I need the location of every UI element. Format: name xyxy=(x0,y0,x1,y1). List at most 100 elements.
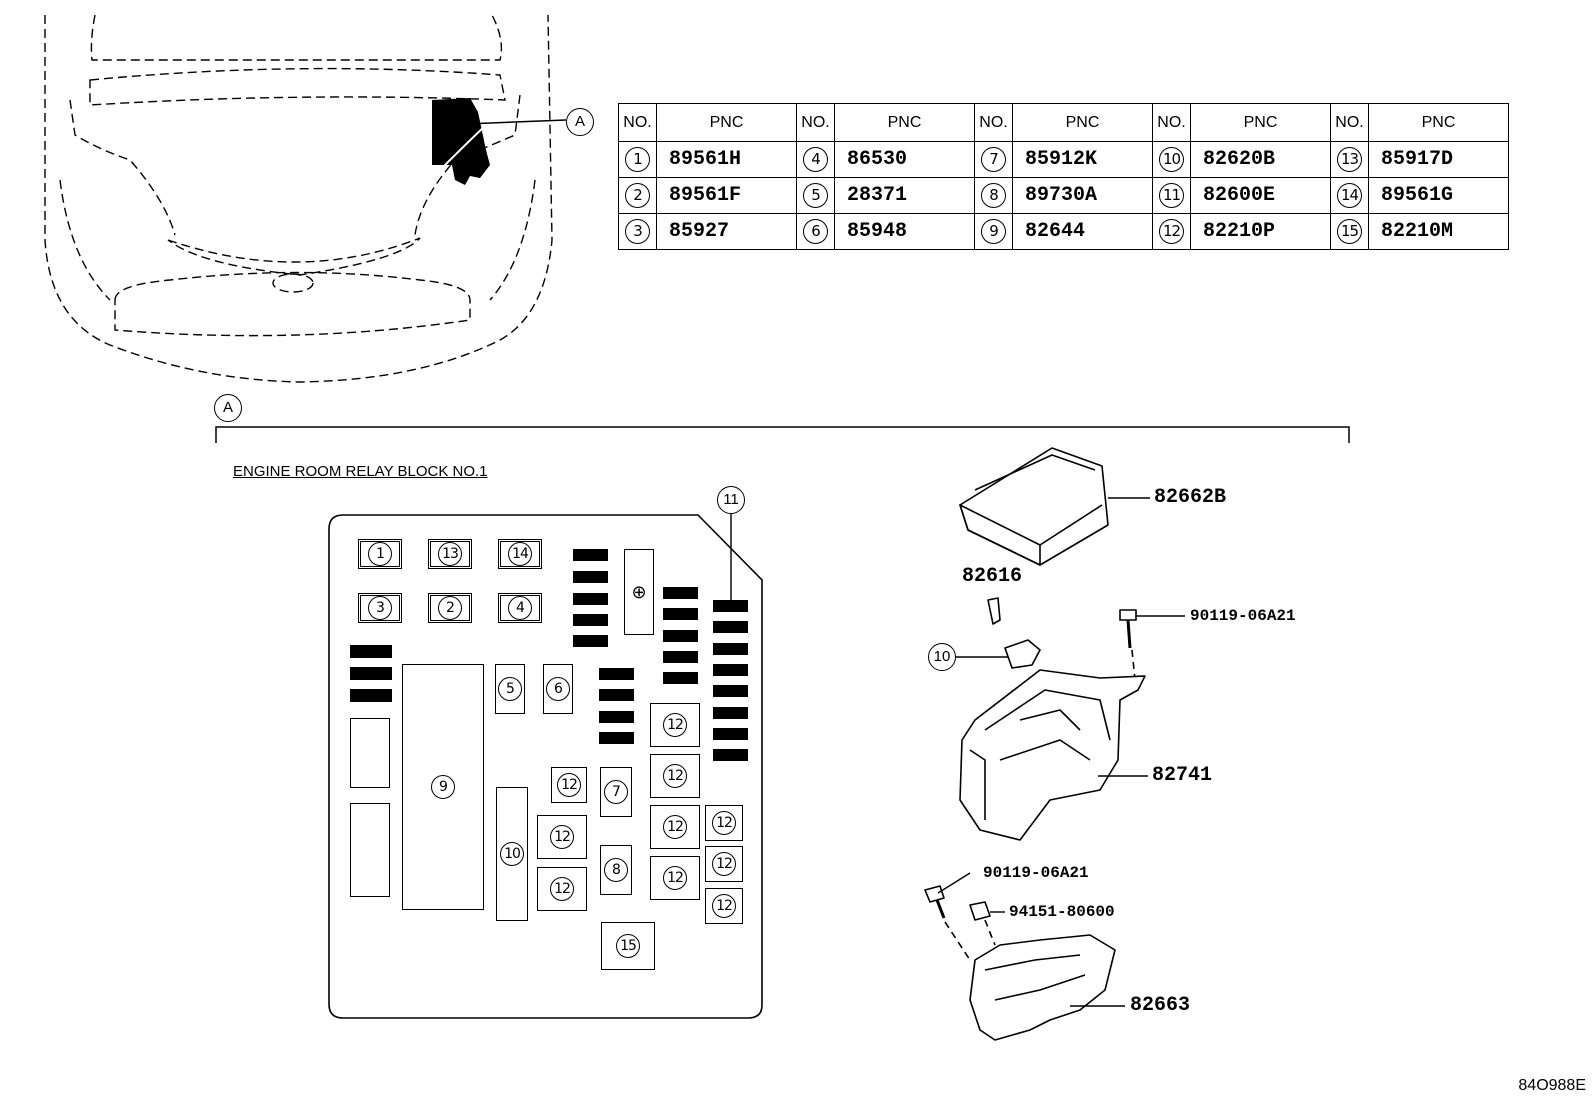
slot-number: 1 xyxy=(368,542,392,566)
table-row: 1 89561H 4 86530 7 85912K 10 82620B 13 8… xyxy=(618,141,1509,178)
pnc-value: 85948 xyxy=(834,213,975,250)
mini-fuse xyxy=(350,667,392,680)
callout-10-relay: 10 xyxy=(928,643,956,671)
item-number: 2 xyxy=(625,183,650,208)
slot-number: 12 xyxy=(663,764,687,788)
pnc-value: 82210P xyxy=(1190,213,1331,250)
slot-blank-left-1 xyxy=(350,718,390,788)
slot-number: 12 xyxy=(663,866,687,890)
view-marker-a: A xyxy=(214,394,242,422)
slot-12-h: 12 xyxy=(650,856,700,900)
pnc-value: 82620B xyxy=(1190,141,1331,178)
mini-fuse xyxy=(713,643,748,655)
slot-3: 3 xyxy=(358,593,402,623)
item-number: 6 xyxy=(803,219,828,244)
view-bracket xyxy=(215,426,1350,443)
table-row: 2 89561F 5 28371 8 89730A 11 82600E 14 8… xyxy=(618,177,1509,214)
item-number: 13 xyxy=(1337,147,1362,172)
slot-12-g: 12 xyxy=(705,846,743,882)
slot-number: 12 xyxy=(712,852,736,876)
terminal-icon: ⊕ xyxy=(631,581,647,603)
slot-12-d: 12 xyxy=(537,815,587,859)
pnc-table: NO. PNC NO. PNC NO. PNC NO. PNC NO. PNC … xyxy=(618,103,1509,250)
item-number: 4 xyxy=(803,147,828,172)
mini-fuse xyxy=(713,664,748,676)
item-number: 14 xyxy=(1337,183,1362,208)
mini-fuse xyxy=(599,732,634,744)
slot-number: 3 xyxy=(368,596,392,620)
mini-fuse xyxy=(573,549,608,561)
slot-12-c: 12 xyxy=(551,767,587,803)
relay-block-outline xyxy=(328,513,763,1019)
mini-fuse xyxy=(713,600,748,612)
slot-number: 4 xyxy=(508,596,532,620)
slot-15: 15 xyxy=(601,922,655,970)
item-number: 3 xyxy=(625,219,650,244)
callout-11: 11 xyxy=(717,486,745,514)
slot-blank-left-2 xyxy=(350,803,390,897)
slot-number: 12 xyxy=(712,894,736,918)
slot-number: 2 xyxy=(438,596,462,620)
col-header-no: NO. xyxy=(1152,103,1191,142)
mini-fuse xyxy=(713,685,748,697)
mini-fuse xyxy=(573,635,608,647)
slot-10: 10 xyxy=(496,787,528,921)
slot-terminal: ⊕ xyxy=(624,549,654,635)
slot-2: 2 xyxy=(428,593,472,623)
mini-fuse xyxy=(350,645,392,658)
vehicle-front-view xyxy=(44,14,567,383)
mini-fuse xyxy=(599,668,634,680)
slot-4: 4 xyxy=(498,593,542,623)
pnc-value: 28371 xyxy=(834,177,975,214)
mini-fuse xyxy=(350,689,392,702)
col-header-no: NO. xyxy=(1330,103,1369,142)
mini-fuse xyxy=(573,593,608,605)
slot-1: 1 xyxy=(358,539,402,569)
slot-number: 12 xyxy=(557,773,581,797)
mini-fuse xyxy=(663,630,698,642)
label-cover: 82662B xyxy=(1154,486,1227,509)
slot-number: 6 xyxy=(546,677,570,701)
slot-number: 10 xyxy=(500,842,524,866)
label-block-body: 82741 xyxy=(1152,764,1213,787)
slot-7: 7 xyxy=(600,767,632,817)
reference-code: 84O988E xyxy=(1518,1077,1586,1094)
slot-number: 8 xyxy=(604,858,628,882)
slot-number: 12 xyxy=(663,815,687,839)
item-number: 12 xyxy=(1159,219,1184,244)
slot-number: 15 xyxy=(616,934,640,958)
mini-fuse xyxy=(713,749,748,761)
slot-5: 5 xyxy=(495,664,525,714)
view-marker-a-top: A xyxy=(566,108,594,136)
slot-number: 9 xyxy=(431,775,455,799)
table-row: 3 85927 6 85948 9 82644 12 82210P 15 822… xyxy=(618,213,1509,250)
mini-fuse xyxy=(599,689,634,701)
item-number: 7 xyxy=(981,147,1006,172)
pnc-value: 89561G xyxy=(1368,177,1509,214)
slot-number: 7 xyxy=(604,780,628,804)
item-number: 10 xyxy=(1159,147,1184,172)
pnc-value: 85912K xyxy=(1012,141,1153,178)
pnc-value: 89561H xyxy=(656,141,797,178)
slot-number: 12 xyxy=(712,811,736,835)
slot-12-i: 12 xyxy=(537,867,587,911)
item-number: 8 xyxy=(981,183,1006,208)
relay-block-caption: ENGINE ROOM RELAY BLOCK NO.1 xyxy=(233,463,488,480)
slot-number: 12 xyxy=(550,877,574,901)
slot-13: 13 xyxy=(428,539,472,569)
pnc-value: 85917D xyxy=(1368,141,1509,178)
mini-fuse xyxy=(663,587,698,599)
slot-12-b: 12 xyxy=(650,754,700,798)
slot-number: 5 xyxy=(498,677,522,701)
item-number: 5 xyxy=(803,183,828,208)
slot-8: 8 xyxy=(600,845,632,895)
mini-fuse xyxy=(713,728,748,740)
mini-fuse xyxy=(713,621,748,633)
slot-14: 14 xyxy=(498,539,542,569)
slot-12-a: 12 xyxy=(650,703,700,747)
label-bolt-bottom: 90119-06A21 xyxy=(983,864,1089,882)
mini-fuse xyxy=(573,614,608,626)
slot-12-j: 12 xyxy=(705,888,743,924)
item-number: 11 xyxy=(1159,183,1184,208)
